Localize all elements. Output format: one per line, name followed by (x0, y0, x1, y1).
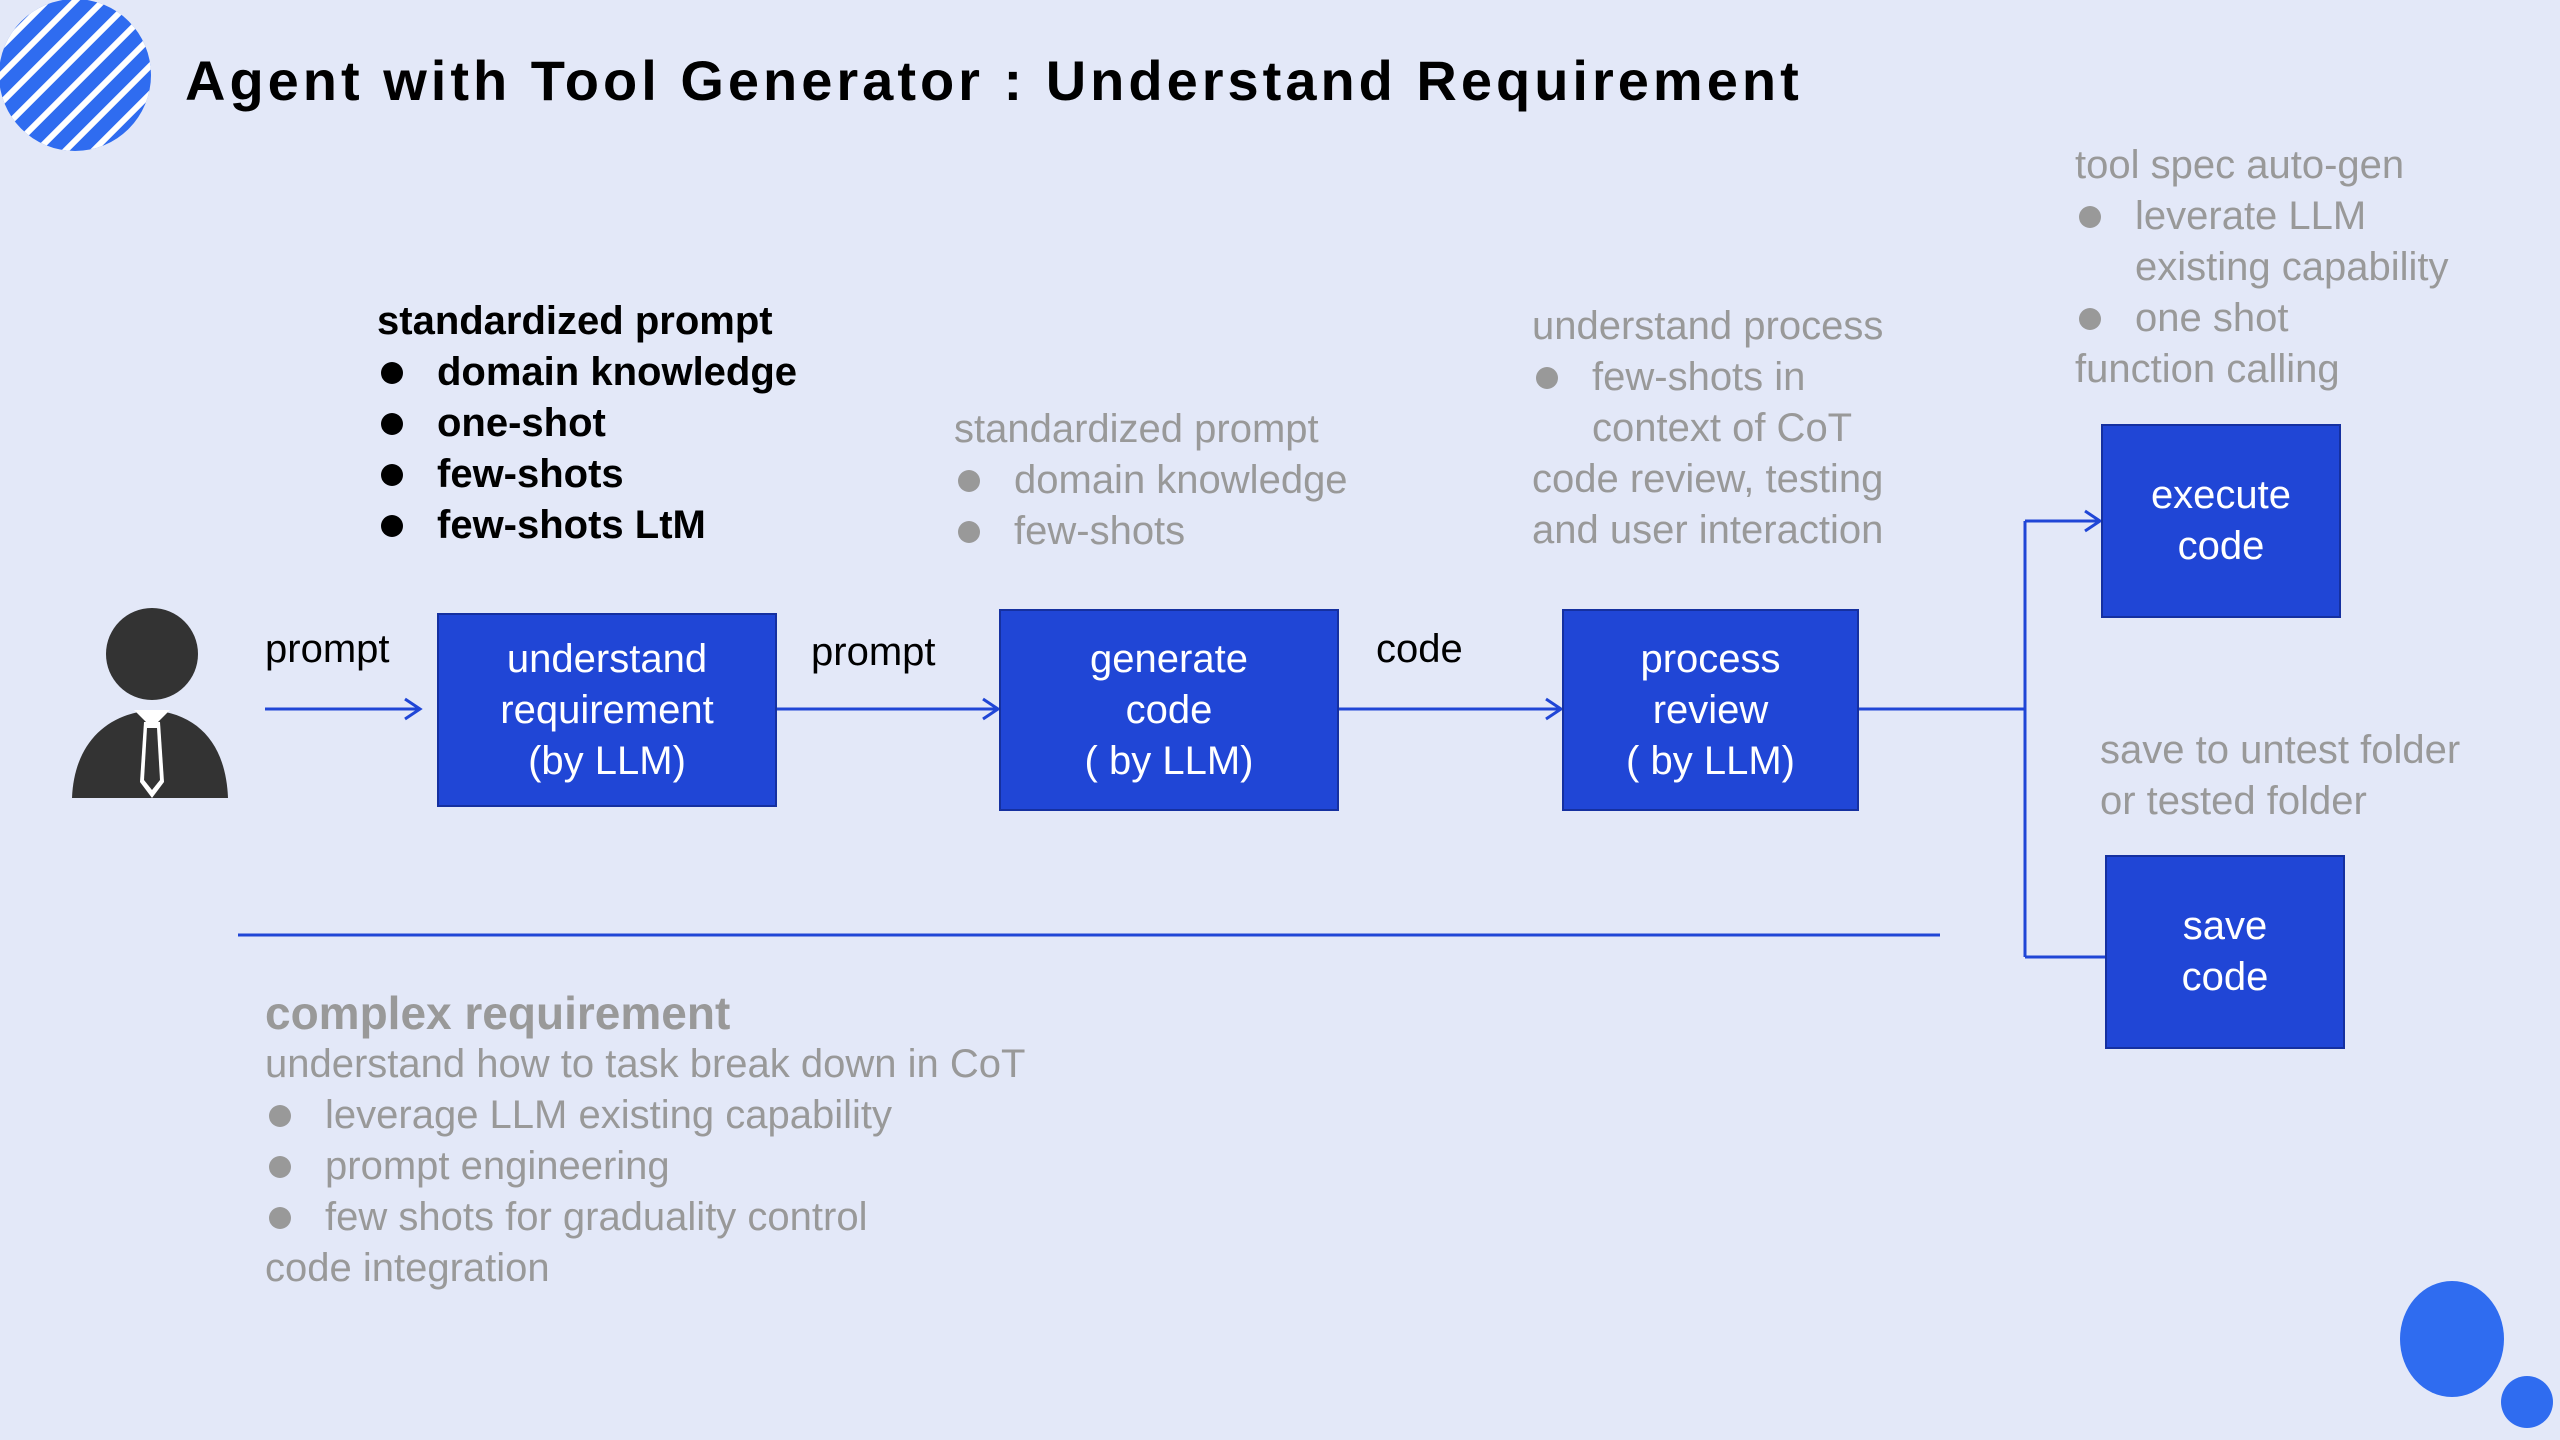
bullet-icon (269, 1155, 291, 1178)
box-line: understand (506, 636, 708, 681)
standardized-prompt-note: standardized prompt domain knowledge one… (377, 296, 797, 551)
box-line: requirement (500, 687, 714, 732)
bullet-icon (381, 514, 403, 537)
striped-circle-logo (0, 0, 151, 151)
box-line: code (2177, 524, 2265, 568)
generate-code-box: generate code ( by LLM) (999, 609, 1339, 811)
bullet-icon (2079, 205, 2101, 228)
bullet-icon (2079, 307, 2101, 330)
note-item: one shot (2135, 296, 2289, 340)
bullet-icon (1536, 366, 1558, 389)
bullet-icon (381, 361, 403, 384)
save-code-box: save code (2105, 855, 2345, 1049)
note-heading: standardized prompt (954, 407, 1319, 451)
box-line: review (1652, 687, 1769, 732)
note-heading: understand process (1532, 304, 1884, 348)
note-item: few shots for graduality control (325, 1195, 868, 1239)
understand-process-note: understand process few-shots in context … (1532, 301, 1883, 556)
note-item: prompt engineering (325, 1144, 670, 1188)
execute-code-box: execute code (2101, 424, 2341, 618)
note-item: one-shot (437, 401, 606, 445)
page-title: Agent with Tool Generator : Understand R… (185, 49, 1803, 112)
note-line: code integration (265, 1246, 550, 1290)
box-line: save (2182, 904, 2268, 948)
box-line: process (1640, 636, 1781, 681)
box-line: (by LLM) (528, 738, 686, 783)
note-line: and user interaction (1532, 508, 1884, 552)
note-subheading: understand how to task break down in CoT (265, 1042, 1026, 1086)
note-heading: tool spec auto-gen (2075, 143, 2405, 187)
bullet-icon (269, 1206, 291, 1229)
box-line: execute (2150, 473, 2292, 517)
complex-requirement-note: complex requirement understand how to ta… (265, 988, 1025, 1294)
note-item: few-shots LtM (437, 503, 706, 547)
note-heading: standardized prompt (377, 299, 773, 343)
bullet-icon (381, 463, 403, 486)
note-item: domain knowledge (437, 350, 798, 394)
tool-spec-note: tool spec auto-gen leverate LLM existing… (2075, 140, 2449, 395)
box-line: code (2181, 955, 2269, 999)
box-line: ( by LLM) (1084, 738, 1254, 783)
understand-requirement-box: understand requirement (by LLM) (437, 613, 777, 807)
note-item-continued: existing capability (2135, 245, 2449, 289)
note-item: few-shots (437, 452, 624, 496)
box-line: generate (1090, 636, 1248, 681)
bullet-icon (958, 469, 980, 492)
generate-prompt-note: standardized prompt domain knowledge few… (954, 404, 1348, 557)
note-item: few-shots (1014, 509, 1186, 553)
label-code: code (1376, 627, 1463, 671)
box-line: code (1125, 687, 1213, 732)
bullet-icon (269, 1104, 291, 1127)
note-heading: complex requirement (265, 987, 731, 1039)
save-location-note: save to untest folder or tested folder (2100, 725, 2460, 827)
note-item: few-shots in (1592, 355, 1806, 399)
process-review-box: process review ( by LLM) (1562, 609, 1859, 811)
bullet-icon (958, 520, 980, 543)
note-line: function calling (2075, 347, 2340, 391)
note-line: code review, testing (1532, 457, 1884, 501)
note-item-continued: context of CoT (1592, 406, 1853, 450)
note-item: leverate LLM (2135, 194, 2367, 238)
note-item: domain knowledge (1014, 458, 1348, 502)
label-prompt-understand: prompt (811, 630, 936, 674)
user-icon (72, 608, 228, 798)
bullet-icon (381, 412, 403, 435)
box-line: ( by LLM) (1626, 738, 1795, 783)
note-line: or tested folder (2100, 779, 2367, 823)
note-item: leverage LLM existing capability (325, 1093, 892, 1137)
note-line: save to untest folder (2100, 728, 2461, 772)
label-prompt-user: prompt (265, 627, 390, 671)
decorative-circles (2400, 1281, 2553, 1428)
